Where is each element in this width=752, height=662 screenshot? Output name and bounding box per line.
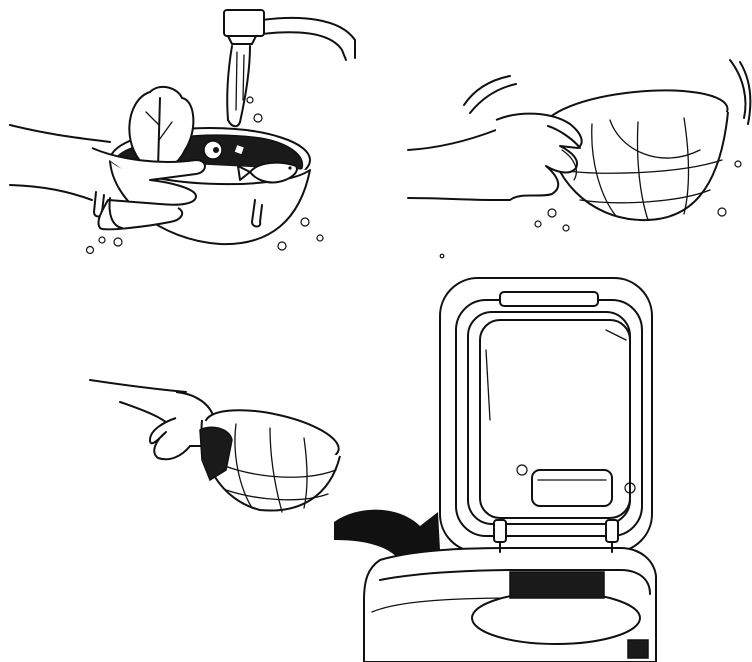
step-2-shake xyxy=(408,60,750,258)
basket-icon xyxy=(200,400,343,512)
step-1-wash xyxy=(10,10,355,254)
appliance-lid xyxy=(440,278,652,552)
water-stream xyxy=(227,46,250,126)
step-3-place xyxy=(90,278,656,662)
hand-icon xyxy=(408,114,582,200)
hand-icon xyxy=(90,380,215,459)
faucet-icon xyxy=(224,10,355,60)
